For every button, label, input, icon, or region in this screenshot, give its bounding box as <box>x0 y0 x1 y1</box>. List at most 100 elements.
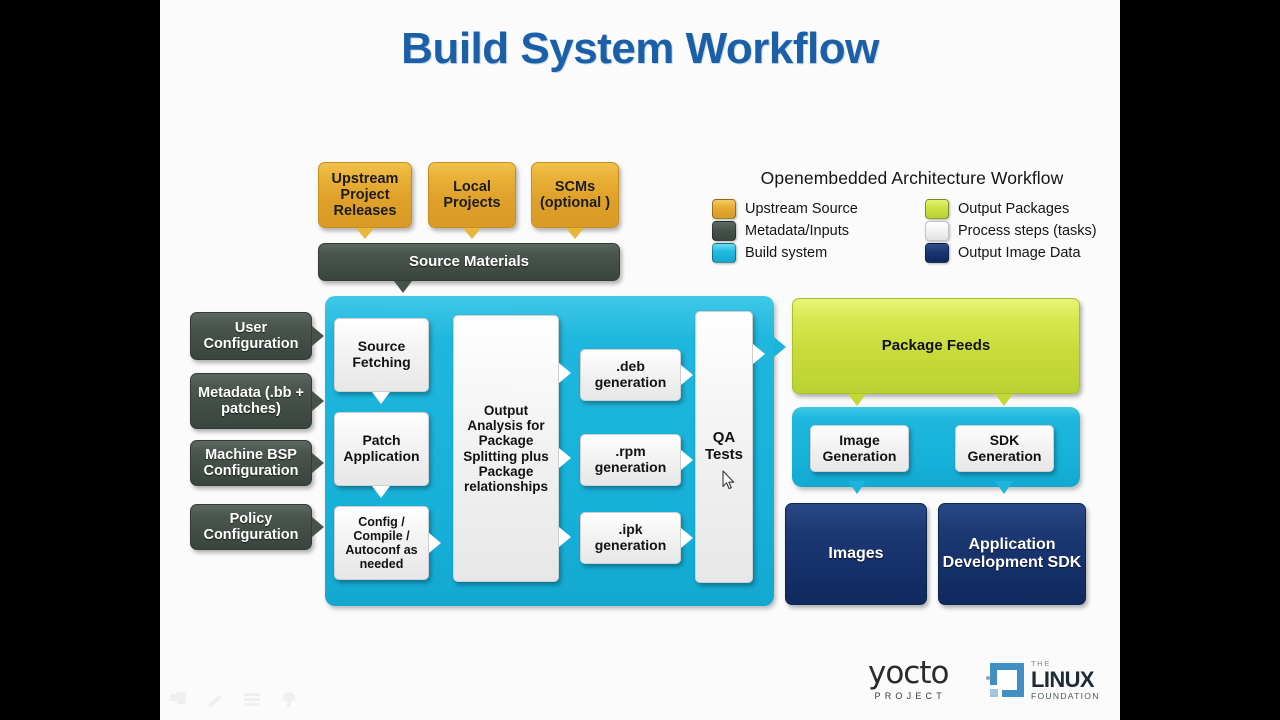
arrow-right-policy <box>312 517 324 537</box>
build-step-config-compile[interactable]: Config / Compile / Autoconf as needed <box>334 506 429 580</box>
legend-item-output-image-data: Output Image Data <box>925 242 1112 264</box>
arrow-right-qa-top <box>753 344 765 364</box>
input-box-policy-configuration[interactable]: Policy Configuration <box>190 504 312 550</box>
input-box-user-configuration[interactable]: User Configuration <box>190 312 312 360</box>
legend-label: Build system <box>745 245 828 261</box>
output-step-label: Image Generation <box>822 431 897 464</box>
build-step-deb-generation[interactable]: .deb generation <box>580 349 681 401</box>
legend-item-metadata-inputs: Metadata/Inputs <box>712 220 899 242</box>
output-label: Package Feeds <box>881 336 991 354</box>
legend-item-process-steps: Process steps (tasks) <box>925 220 1112 242</box>
artifact-label: Application Development SDK <box>942 536 1082 571</box>
input-box-machine-bsp[interactable]: Machine BSP Configuration <box>190 440 312 486</box>
yocto-subtitle: PROJECT <box>874 691 946 701</box>
source-materials-bar[interactable]: Source Materials <box>318 243 620 281</box>
build-step-label: .deb generation <box>594 358 667 390</box>
build-step-source-fetching[interactable]: Source Fetching <box>334 318 429 392</box>
legend-item-build-system: Build system <box>712 242 899 264</box>
input-label: Machine BSP Configuration <box>203 446 299 479</box>
input-label: Metadata (.bb + patches) <box>198 384 304 417</box>
legend-label: Upstream Source <box>745 201 858 217</box>
arrow-right-user-config <box>312 326 324 346</box>
arrow-down-to-image-generation <box>848 394 866 406</box>
source-label: Upstream Project Releases <box>331 170 399 220</box>
lf-foundation-label: FOUNDATION <box>1031 690 1100 701</box>
yocto-dot-icon <box>986 676 990 680</box>
arrow-down-local <box>463 228 481 239</box>
list-icon[interactable] <box>242 690 262 710</box>
legend-label: Output Packages <box>958 201 1070 217</box>
arrow-down-patch-application <box>372 486 390 498</box>
output-step-sdk-generation[interactable]: SDK Generation <box>955 425 1054 472</box>
source-box-local-projects[interactable]: Local Projects <box>428 162 516 228</box>
legend-swatch-icon <box>925 199 949 219</box>
legend-column-right: Output Packages Process steps (tasks) Ou… <box>925 198 1112 264</box>
input-label: User Configuration <box>203 319 299 352</box>
slide-canvas: Build System Workflow Upstream Project R… <box>160 0 1120 720</box>
build-step-label: Config / Compile / Autoconf as needed <box>345 515 418 571</box>
build-step-output-analysis[interactable]: Output Analysis for Package Splitting pl… <box>453 315 559 582</box>
build-step-label: Patch Application <box>343 432 420 464</box>
build-step-label: QA Tests <box>704 429 744 463</box>
yocto-wordmark: yocto <box>868 655 949 691</box>
output-step-image-generation[interactable]: Image Generation <box>810 425 909 472</box>
artifact-images[interactable]: Images <box>785 503 927 605</box>
build-step-ipk-generation[interactable]: .ipk generation <box>580 512 681 564</box>
build-step-label: .rpm generation <box>594 443 667 475</box>
input-box-metadata[interactable]: Metadata (.bb + patches) <box>190 373 312 429</box>
lf-linux-label: LINUX <box>1031 666 1095 692</box>
stamp-icon[interactable] <box>279 690 299 710</box>
legend-label: Process steps (tasks) <box>958 223 1097 239</box>
build-step-rpm-generation[interactable]: .rpm generation <box>580 434 681 486</box>
arrow-down-source-fetching <box>372 392 390 404</box>
source-box-upstream-project-releases[interactable]: Upstream Project Releases <box>318 162 412 228</box>
arrow-right-deb <box>681 365 693 385</box>
legend: Openembedded Architecture Workflow Upstr… <box>712 168 1112 264</box>
input-label: Policy Configuration <box>203 510 299 543</box>
pointer-icon[interactable] <box>168 690 188 710</box>
build-step-label: Source Fetching <box>352 338 411 370</box>
page-title: Build System Workflow <box>401 24 879 73</box>
arrow-right-ipk <box>681 528 693 548</box>
annotation-toolbar[interactable] <box>168 690 299 710</box>
pen-icon[interactable] <box>205 690 225 710</box>
arrow-down-scms <box>566 228 584 239</box>
arrow-right-metadata <box>312 391 324 411</box>
legend-column-left: Upstream Source Metadata/Inputs Build sy… <box>712 198 899 264</box>
artifact-application-development-sdk[interactable]: Application Development SDK <box>938 503 1086 605</box>
legend-swatch-icon <box>925 221 949 241</box>
arrow-down-upstream <box>356 228 374 239</box>
arrow-right-analysis-rpm <box>559 448 571 468</box>
arrow-right-to-package-feeds <box>774 337 786 357</box>
legend-swatch-icon <box>712 243 736 263</box>
legend-label: Output Image Data <box>958 245 1081 261</box>
legend-item-upstream-source: Upstream Source <box>712 198 899 220</box>
output-step-label: SDK Generation <box>967 431 1042 464</box>
linux-foundation-mark-icon <box>990 663 1024 698</box>
yocto-project-logo: yocto PROJECT <box>868 655 990 701</box>
linux-foundation-logo: THE LINUX FOUNDATION <box>990 660 1100 700</box>
arrow-down-to-sdk <box>995 481 1013 494</box>
source-label: SCMs (optional ) <box>539 178 611 211</box>
legend-swatch-icon <box>712 199 736 219</box>
arrow-right-rpm <box>681 450 693 470</box>
legend-label: Metadata/Inputs <box>745 223 849 239</box>
legend-item-output-packages: Output Packages <box>925 198 1112 220</box>
arrow-down-to-sdk-generation <box>995 394 1013 406</box>
arrow-right-analysis-ipk <box>559 527 571 547</box>
arrow-down-source-materials <box>394 281 412 293</box>
source-materials-label: Source Materials <box>408 252 530 270</box>
lf-the-label: THE <box>1031 659 1051 668</box>
build-step-label: Output Analysis for Package Splitting pl… <box>463 403 549 494</box>
legend-swatch-icon <box>712 221 736 241</box>
source-box-scms[interactable]: SCMs (optional ) <box>531 162 619 228</box>
build-step-patch-application[interactable]: Patch Application <box>334 412 429 486</box>
build-step-qa-tests[interactable]: QA Tests <box>695 311 753 583</box>
output-package-feeds[interactable]: Package Feeds <box>792 298 1080 394</box>
arrow-right-machine-bsp <box>312 453 324 473</box>
arrow-right-config-compile <box>429 533 441 553</box>
legend-title: Openembedded Architecture Workflow <box>760 168 1064 188</box>
source-label: Local Projects <box>443 178 501 211</box>
mouse-cursor-icon <box>722 470 735 490</box>
